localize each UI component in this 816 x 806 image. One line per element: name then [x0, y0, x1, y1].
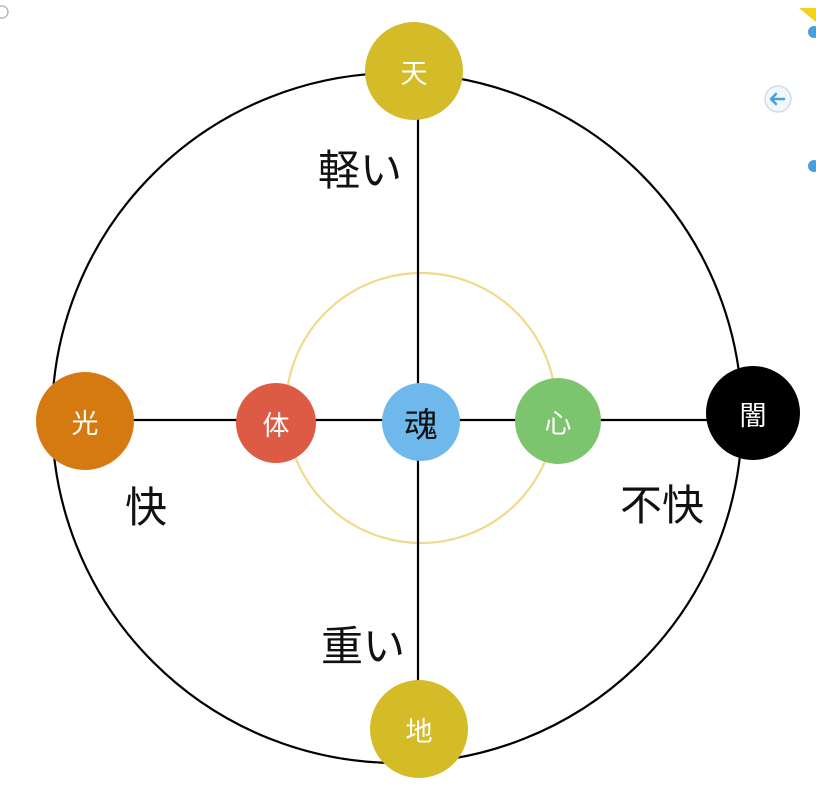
side-dot-top-icon[interactable]: [808, 26, 816, 38]
node-left-light: 光: [36, 372, 134, 470]
node-left-label: 光: [71, 408, 99, 440]
node-top-label: 天: [400, 58, 428, 90]
node-bottom-label: 地: [405, 716, 433, 748]
label-pleasant: 快: [125, 483, 168, 532]
node-soul-label: 魂: [404, 405, 438, 446]
node-body: 体: [236, 383, 316, 463]
corner-handle-icon[interactable]: [0, 5, 9, 19]
label-light-weight: 軽い: [318, 146, 403, 195]
label-heavy-weight: 重い: [321, 622, 406, 671]
node-heart: 心: [515, 378, 601, 464]
node-bottom-earth: 地: [370, 680, 468, 778]
node-body-label: 体: [262, 410, 290, 442]
corner-flag-icon: [799, 8, 816, 22]
label-unpleasant: 不快: [620, 481, 705, 530]
side-dot-bottom-icon[interactable]: [808, 160, 816, 172]
node-right-dark: 闇: [706, 366, 800, 460]
node-heart-label: 心: [544, 408, 572, 440]
node-right-label: 闇: [739, 400, 767, 432]
node-soul: 魂: [382, 383, 460, 461]
node-top-heaven: 天: [365, 22, 463, 120]
back-arrow-glyph-icon: [769, 92, 786, 106]
